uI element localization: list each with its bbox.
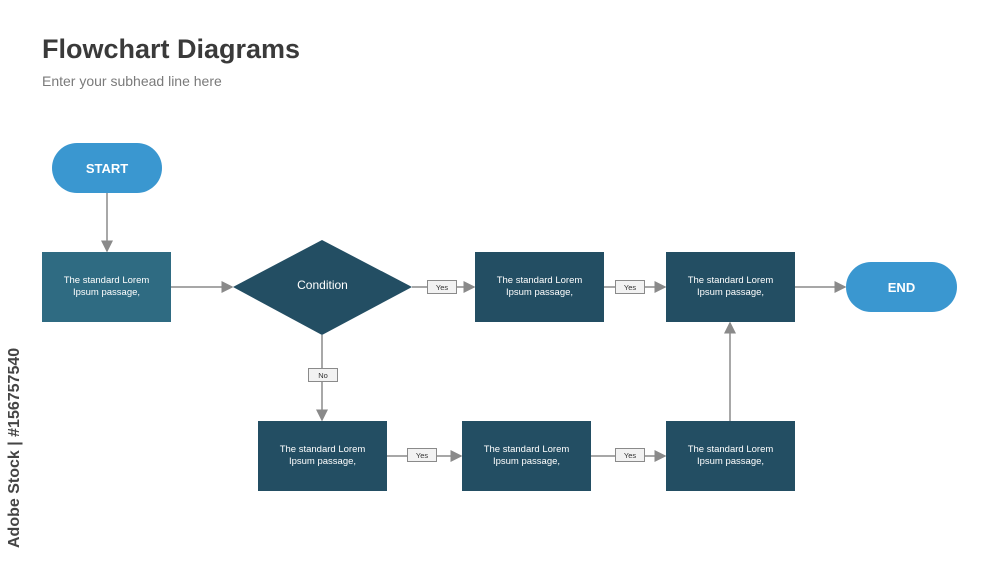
start-node: START: [52, 143, 162, 193]
condition-diamond: [233, 240, 412, 335]
stock-watermark: Adobe Stock | #156757540: [6, 347, 23, 548]
yes-label: Yes: [427, 280, 457, 294]
page-subtitle: Enter your subhead line here: [42, 73, 222, 89]
no-label: No: [308, 368, 338, 382]
process-box-2: The standard Lorem Ipsum passage,: [475, 252, 604, 322]
yes-label: Yes: [615, 280, 645, 294]
process-box-3: The standard Lorem Ipsum passage,: [666, 252, 795, 322]
condition-label: Condition: [297, 278, 348, 292]
yes-label: Yes: [615, 448, 645, 462]
end-node: END: [846, 262, 957, 312]
page-title: Flowchart Diagrams: [42, 34, 301, 64]
yes-label: Yes: [407, 448, 437, 462]
process-box-6: The standard Lorem Ipsum passage,: [666, 421, 795, 491]
process-box-5: The standard Lorem Ipsum passage,: [462, 421, 591, 491]
process-box-4: The standard Lorem Ipsum passage,: [258, 421, 387, 491]
process-box-1: The standard Lorem Ipsum passage,: [42, 252, 171, 322]
